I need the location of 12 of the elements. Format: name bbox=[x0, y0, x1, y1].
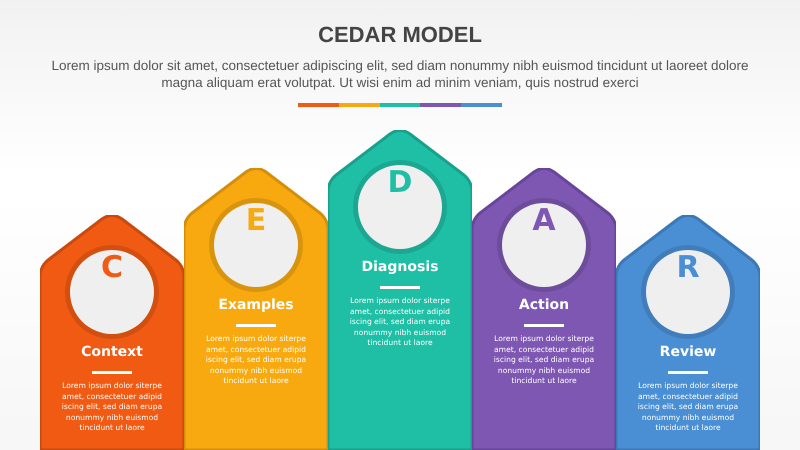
title: CEDAR MODEL bbox=[317, 22, 483, 48]
heading: Context bbox=[80, 344, 144, 360]
heading: Examples bbox=[217, 297, 295, 313]
heading: Review bbox=[658, 344, 718, 360]
heading: Action bbox=[518, 297, 570, 313]
arrow-column bbox=[328, 130, 472, 450]
arrow-column bbox=[184, 168, 328, 450]
heading: Diagnosis bbox=[360, 259, 440, 275]
arrow-column bbox=[616, 215, 760, 450]
arrow-column bbox=[472, 168, 616, 450]
subtitle: Lorem ipsum dolor sit amet, consectetuer adipiscing elit, sed diam nonummy nibh euismod tincidunt ut laoreet dolore magna aliquam erat volutpat. Ut wisi enim ad minim veniam, quis nostrud exerci bbox=[50, 57, 750, 91]
arrow-column bbox=[40, 215, 184, 450]
